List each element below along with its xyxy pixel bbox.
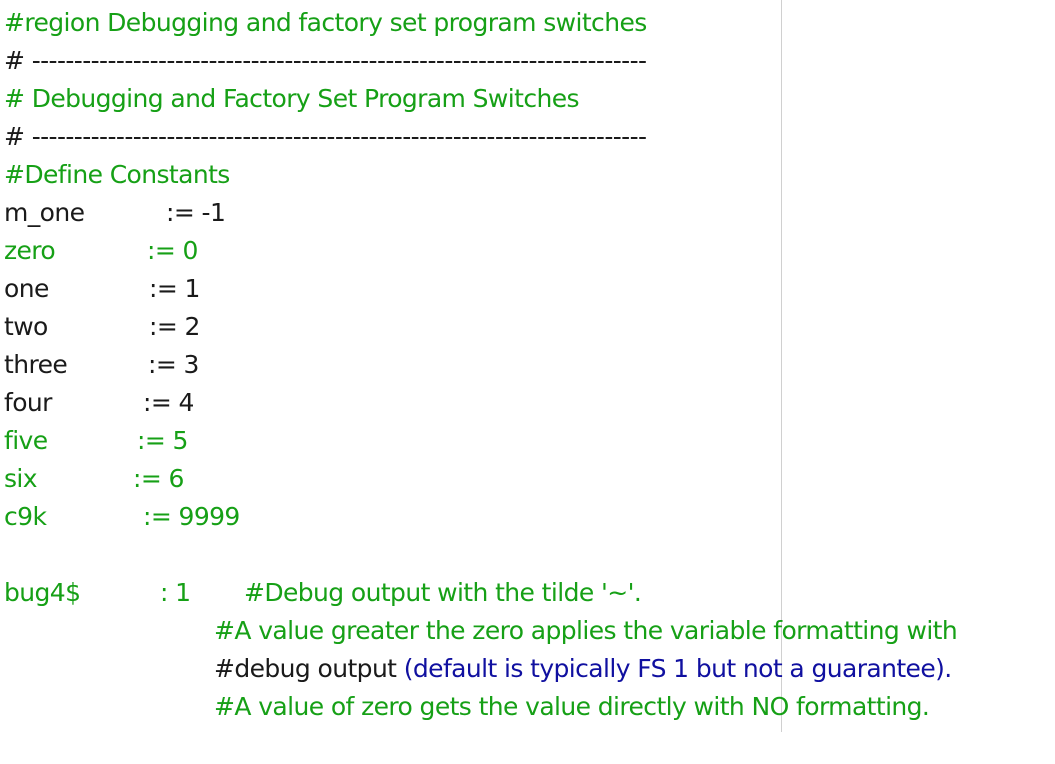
column-guide-line (781, 0, 782, 732)
comment-line-mixed: #debug output (default is typically FS 1… (214, 650, 952, 688)
constant-name: three (4, 350, 68, 379)
constant-line-one: one := 1 (0, 270, 400, 308)
constant-value: := 5 (137, 426, 188, 455)
bug-switch-line: bug4$ : 1 #Debug output with the tilde '… (0, 574, 780, 612)
constant-line-zero: zero := 0 (0, 232, 400, 270)
switch-name: bug4$ (4, 578, 81, 607)
define-constants-line: #Define Constants (4, 160, 230, 189)
code-editor[interactable]: #region Debugging and factory set progra… (0, 0, 1055, 732)
constant-value: := 6 (133, 464, 184, 493)
switch-value: : 1 (160, 578, 191, 607)
constant-line-c9k: c9k := 9999 (0, 498, 400, 536)
constant-name: zero (4, 236, 56, 265)
heading-comment-line: # Debugging and Factory Set Program Swit… (4, 84, 580, 113)
constant-name: six (4, 464, 38, 493)
comment-text-black: #debug output (214, 654, 397, 683)
constant-name: m_one (4, 198, 85, 227)
constant-name: one (4, 274, 49, 303)
constant-value: := 0 (147, 236, 198, 265)
constant-line-two: two := 2 (0, 308, 400, 346)
constant-value: := 3 (148, 350, 199, 379)
constant-line-six: six := 6 (0, 460, 400, 498)
constant-name: five (4, 426, 48, 455)
constant-name: two (4, 312, 48, 341)
constant-name: c9k (4, 502, 47, 531)
comment-line: #A value greater the zero applies the va… (214, 616, 958, 645)
region-line: #region Debugging and factory set progra… (4, 8, 647, 37)
separator-line: # --------------------------------------… (4, 122, 647, 151)
constant-name: four (4, 388, 52, 417)
separator-line: # --------------------------------------… (4, 46, 647, 75)
comment-line: #A value of zero gets the value directly… (214, 692, 930, 721)
constant-line-three: three := 3 (0, 346, 400, 384)
constant-value: := -1 (166, 198, 226, 227)
constant-value: := 2 (149, 312, 200, 341)
comment-text-blue: (default is typically FS 1 but not a gua… (396, 654, 952, 683)
constant-value: := 9999 (143, 502, 240, 531)
constant-value: := 1 (149, 274, 200, 303)
constant-line-five: five := 5 (0, 422, 400, 460)
constant-value: := 4 (143, 388, 194, 417)
constant-line-four: four := 4 (0, 384, 400, 422)
constant-line-m-one: m_one := -1 (0, 194, 400, 232)
switch-comment: #Debug output with the tilde '~'. (244, 578, 642, 607)
